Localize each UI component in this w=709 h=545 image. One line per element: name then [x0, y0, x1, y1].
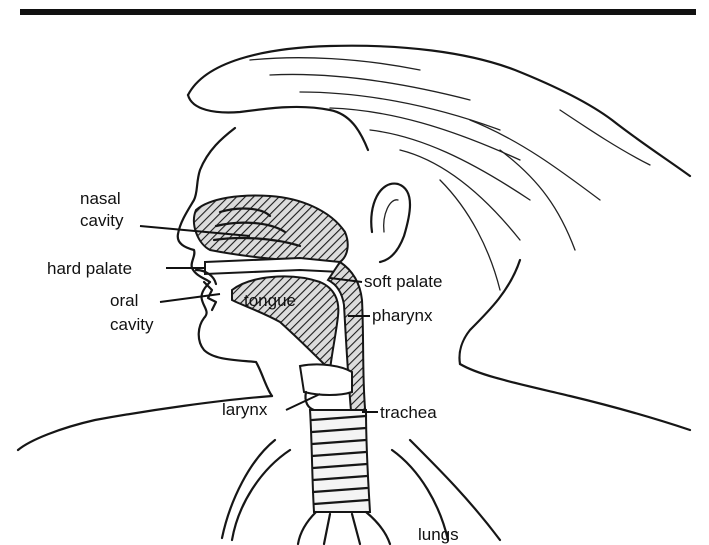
trachea-tube: [310, 410, 370, 512]
label-nasal-line1: nasal: [80, 189, 121, 208]
leader-oral-cavity: [160, 294, 220, 302]
label-tongue: tongue: [244, 291, 296, 310]
leader-larynx: [286, 394, 320, 410]
larynx-shape: [300, 364, 352, 395]
label-nasal-line2: cavity: [80, 211, 124, 230]
ear-outline: [371, 184, 410, 262]
bronchi: [298, 512, 390, 544]
label-soft-palate: soft palate: [364, 272, 442, 291]
label-hard-palate: hard palate: [47, 259, 132, 278]
label-larynx: larynx: [222, 400, 268, 419]
label-lungs: lungs: [418, 525, 459, 544]
label-oral-line1: oral: [110, 291, 138, 310]
label-pharynx: pharynx: [372, 306, 433, 325]
label-oral-line2: cavity: [110, 315, 154, 334]
label-trachea: trachea: [380, 403, 437, 422]
top-rule: [20, 9, 696, 15]
hard-palate-shape: [205, 258, 340, 274]
nasal-cavity-region: [194, 196, 348, 262]
